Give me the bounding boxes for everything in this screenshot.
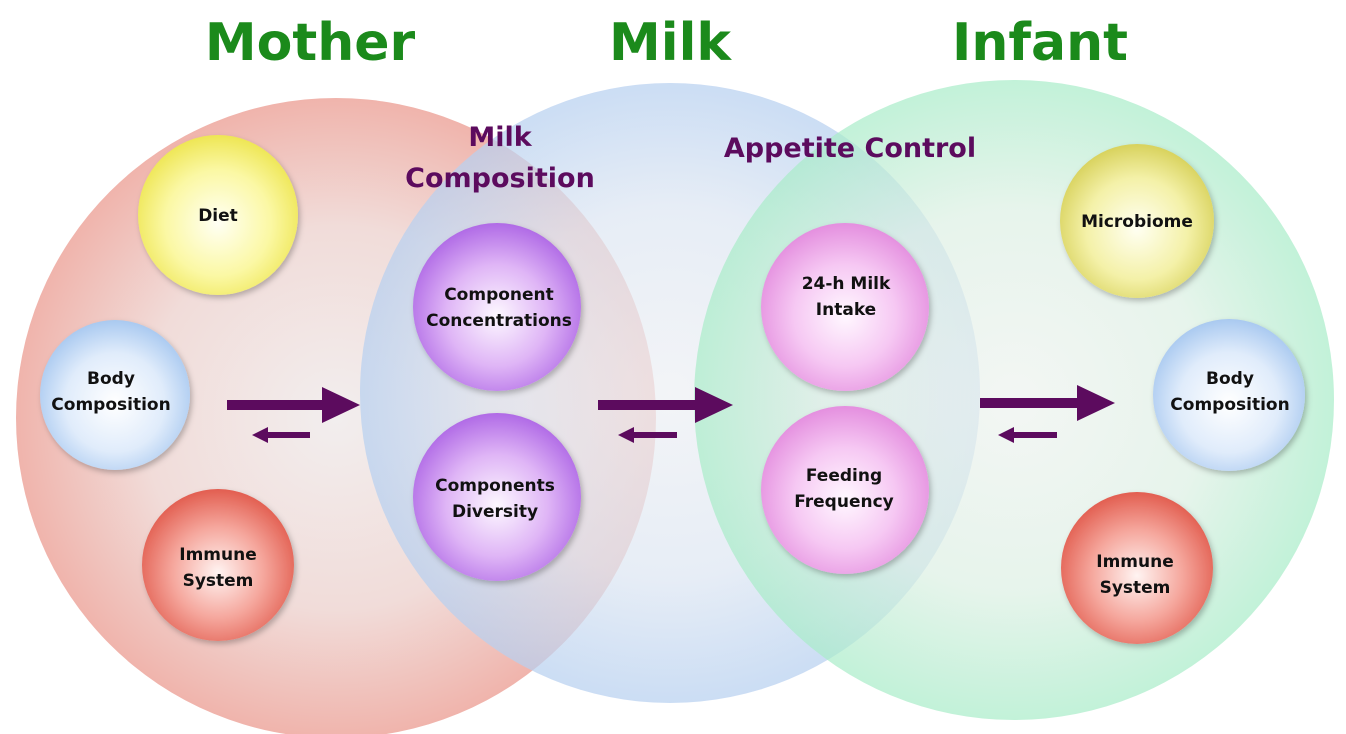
infant-immune-label-1: Immune [1096,552,1174,572]
component-concentrations-label-2: Concentrations [426,311,572,331]
infant-body-label-2: Composition [1170,395,1289,415]
node-milk-intake [761,223,929,391]
arrow-left-icon [998,427,1057,443]
component-concentrations-label-1: Component [444,285,554,305]
feeding-frequency-label-1: Feeding [806,466,882,486]
node-mother-immune-system [142,489,294,641]
node-microbiome [1060,144,1214,298]
arrow-left-icon [618,427,677,443]
appetite-control-label: Appetite Control [724,133,976,164]
arrow-right-icon [598,387,733,423]
node-component-concentrations [413,223,581,391]
mother-body-label-2: Composition [51,395,170,415]
node-diet [138,135,298,295]
milk-intake-label-2: Intake [816,300,876,320]
node-components-diversity [413,413,581,581]
node-mother-body-composition [40,320,190,470]
mother-body-label-1: Body [87,369,135,389]
title-infant: Infant [952,13,1128,73]
diet-label: Diet [198,206,238,226]
milk-composition-label-1: Milk [468,122,532,153]
title-milk: Milk [609,13,732,73]
arrow-right-icon [980,385,1115,421]
milk-intake-label-1: 24-h Milk [802,274,891,294]
microbiome-label: Microbiome [1081,212,1193,232]
node-feeding-frequency [761,406,929,574]
node-infant-immune-system [1061,492,1213,644]
milk-composition-label-2: Composition [405,163,595,194]
arrow-right-icon [227,387,360,423]
arrow-left-icon [252,427,310,443]
node-infant-body-composition [1153,319,1305,471]
mother-immune-label-1: Immune [179,545,257,565]
mother-immune-label-2: System [183,571,254,591]
components-diversity-label-1: Components [435,476,555,496]
infant-immune-label-2: System [1100,578,1171,598]
title-mother: Mother [205,13,416,73]
feeding-frequency-label-2: Frequency [794,492,894,512]
components-diversity-label-2: Diversity [452,502,538,522]
infant-body-label-1: Body [1206,369,1254,389]
